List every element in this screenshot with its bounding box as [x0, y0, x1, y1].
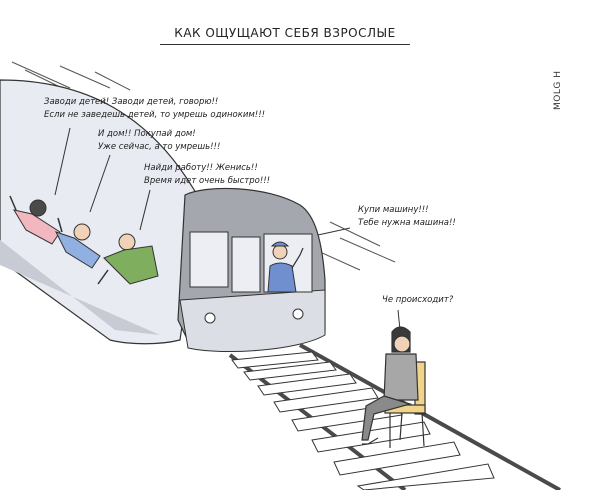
railway-track	[228, 343, 561, 490]
speech-relative-3-line1: Найди работу!! Женись!!	[144, 163, 258, 173]
train-window-middle	[231, 236, 261, 293]
speech-driver-line2: Тебе нужна машина!!	[358, 218, 456, 228]
speech-relative-2-line2: Уже сейчас, а то умрешь!!!	[98, 142, 221, 152]
headlight-left	[204, 312, 216, 324]
train-front-lower	[179, 289, 326, 353]
headlight-right	[292, 308, 304, 320]
driver-figure	[267, 241, 304, 293]
speech-person: Че происходит?	[382, 294, 453, 307]
speech-tails	[54, 127, 401, 331]
speech-relative-1: Заводи детей! Заводи детей, говорю!! Есл…	[44, 96, 265, 122]
train-window-left	[189, 231, 229, 288]
speech-driver: Купи машину!!! Тебе нужна машина!!	[358, 204, 456, 230]
title-underline	[160, 44, 410, 45]
speech-relative-2-line1: И дом!! Покупай дом!	[98, 129, 196, 139]
speech-relative-2: И дом!! Покупай дом! Уже сейчас, а то ум…	[98, 128, 220, 154]
speech-relative-3: Найди работу!! Женись!! Время идет очень…	[144, 162, 270, 188]
relative-blue	[55, 217, 101, 269]
relative-green	[97, 233, 159, 285]
speech-driver-line1: Купи машину!!!	[358, 205, 429, 215]
motion-lines	[11, 61, 396, 271]
relative-pink	[9, 195, 61, 245]
speech-relative-1-line1: Заводи детей! Заводи детей, говорю!!	[44, 97, 219, 107]
speech-person-line1: Че происходит?	[382, 295, 454, 305]
speech-relative-1-line2: Если не заведешь детей, то умрешь одинок…	[44, 110, 266, 120]
speech-relative-3-line2: Время идет очень быстро!!!	[144, 176, 271, 186]
sitting-person	[361, 326, 419, 445]
comic-title: Как ощущают себя взрослые	[174, 26, 396, 40]
